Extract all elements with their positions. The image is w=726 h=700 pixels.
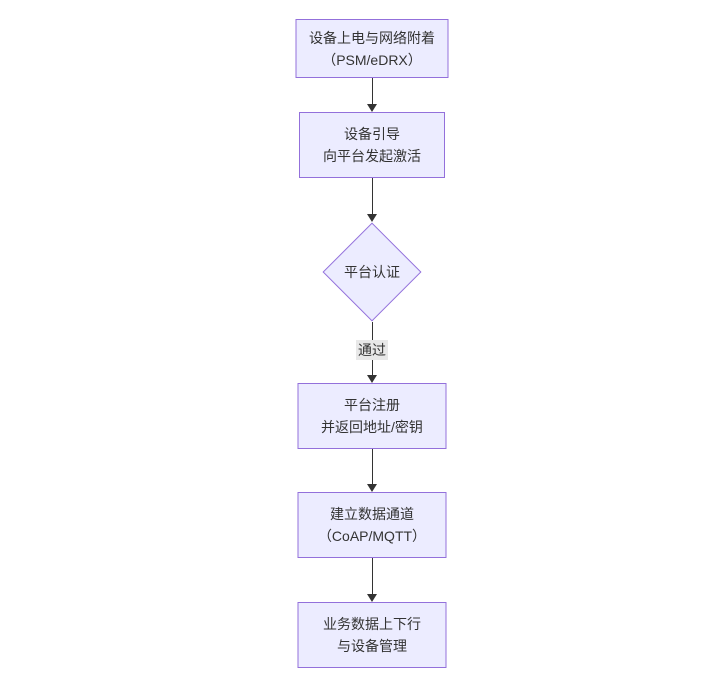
node-business: 业务数据上下行 与设备管理 bbox=[297, 602, 447, 668]
arrowhead-down-icon bbox=[367, 104, 377, 112]
arrowhead-down-icon bbox=[367, 214, 377, 222]
node-label-line: 平台认证 bbox=[344, 264, 400, 280]
arrow-shaft bbox=[372, 449, 373, 487]
node-power-attach: 设备上电与网络附着 （PSM/eDRX） bbox=[295, 19, 449, 78]
node-bootstrap: 设备引导 向平台发起激活 bbox=[299, 112, 445, 178]
node-label-line: 平台注册 bbox=[344, 397, 400, 413]
node-label-line: 设备引导 bbox=[344, 126, 400, 142]
arrowhead-down-icon bbox=[367, 594, 377, 602]
arrow-down-connector bbox=[366, 178, 379, 222]
node-label-line: 建立数据通道 bbox=[330, 506, 414, 522]
node-label-line: （PSM/eDRX） bbox=[322, 51, 422, 68]
node-label-line: 向平台发起激活 bbox=[323, 148, 421, 164]
node-label-line: 设备上电与网络附着 bbox=[309, 29, 435, 46]
arrow-shaft bbox=[372, 78, 373, 107]
node-data-channel: 建立数据通道 （CoAP/MQTT） bbox=[297, 492, 447, 558]
arrow-shaft bbox=[372, 558, 373, 597]
arrowhead-down-icon bbox=[367, 375, 377, 383]
arrowhead-down-icon bbox=[367, 484, 377, 492]
arrow-down-connector bbox=[366, 449, 379, 492]
arrow-shaft bbox=[372, 178, 373, 217]
node-label-line: （CoAP/MQTT） bbox=[317, 528, 427, 544]
node-label-line: 与设备管理 bbox=[337, 638, 407, 654]
edge-label-pass: 通过 bbox=[356, 340, 388, 360]
node-label-line: 业务数据上下行 bbox=[323, 616, 421, 632]
arrow-down-connector bbox=[366, 78, 379, 112]
node-label-line: 并返回地址/密钥 bbox=[321, 419, 423, 435]
arrow-down-connector bbox=[366, 558, 379, 602]
node-register: 平台注册 并返回地址/密钥 bbox=[297, 383, 447, 449]
